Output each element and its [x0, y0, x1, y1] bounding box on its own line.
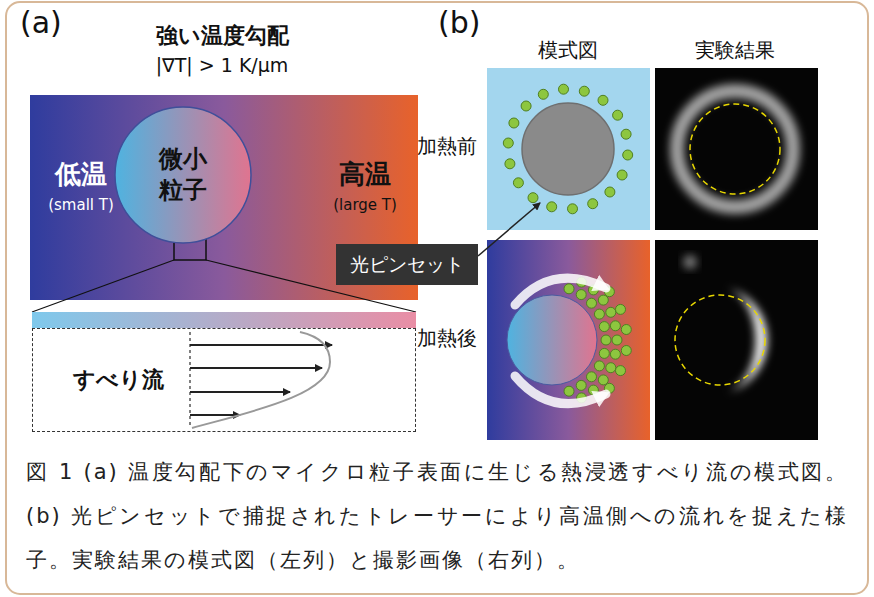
panel-letter: (a) [20, 4, 90, 42]
column-header: 模式図 [508, 38, 628, 63]
row-label: 加熱前 [410, 134, 484, 159]
flow-arrow [515, 376, 606, 404]
tracer-dot [559, 84, 569, 94]
tracer-dot [576, 290, 586, 300]
glow-ring [677, 91, 793, 207]
flow-arrow [190, 391, 290, 393]
tracer-dot [599, 348, 609, 358]
tracer-dot [621, 346, 631, 356]
particle-outline [113, 105, 253, 245]
node-text: すべり流 [73, 366, 164, 395]
node-text: 光ピンセット [350, 252, 464, 277]
tracer-dot [623, 150, 633, 160]
tracer-dot [616, 366, 626, 376]
tracer-dots [503, 84, 632, 214]
tracer-dot [599, 322, 609, 332]
tracer-dot [588, 199, 598, 209]
tracer-dot [587, 372, 597, 382]
panel-before [487, 68, 650, 230]
tracer-dot [568, 204, 578, 214]
tracer-dot [547, 202, 557, 212]
tracer-dot [621, 129, 631, 139]
tracer-dot [613, 110, 623, 120]
region-sublabel: (large T) [312, 196, 418, 215]
flow-arrow [190, 414, 240, 416]
gradient-value: |∇T| > 1 K/μm [110, 54, 334, 78]
tracer-dot [503, 138, 513, 148]
panel-letter: (b) [438, 4, 508, 42]
row-label: 加熱後 [410, 326, 484, 351]
frame [6, 2, 868, 594]
tracer-dot [576, 380, 586, 390]
particle-circle: 微小粒子 [113, 105, 253, 245]
particle-outline [675, 295, 765, 385]
wall-line [189, 332, 191, 428]
flow-arrow [190, 344, 332, 346]
tracer-dot [612, 335, 622, 345]
region-sublabel: (small T) [30, 196, 132, 215]
image-after [655, 240, 818, 440]
region-label: 低温 [40, 158, 122, 191]
tracer-dot [617, 170, 627, 180]
tracer-dot [513, 178, 523, 188]
tracer-dot [606, 307, 616, 317]
flow-arrow [190, 367, 322, 369]
heading: 強い温度勾配 [110, 22, 334, 50]
tracer-dot [538, 89, 548, 99]
tracer-dot [610, 349, 620, 359]
tracer-dot [594, 361, 604, 371]
tracer-dot [598, 95, 608, 105]
zoom-gradient-bar [32, 312, 416, 328]
tracer-dot [601, 335, 611, 345]
tracer-dot [594, 309, 604, 319]
flow-arrow [515, 278, 606, 305]
tracer-dot [564, 386, 574, 396]
tracer-dot [610, 321, 620, 331]
zoom-leader [32, 260, 174, 312]
tracer-dot [606, 363, 616, 373]
tracer-dot [598, 375, 608, 385]
tracer-dot [587, 298, 597, 308]
tracer-dots [564, 277, 631, 403]
zoom-box: すべり流 [32, 328, 416, 432]
region-label: 高温 [322, 158, 408, 191]
tracer-dot [621, 325, 631, 335]
particle [507, 295, 597, 385]
label-box: 光ピンセット [336, 244, 478, 285]
glow-spot [683, 255, 697, 269]
tracer-dot [521, 101, 531, 111]
particle [522, 103, 614, 195]
tracer-dot [598, 295, 608, 305]
figure-caption: 図 1 (a) 温度勾配下のマイクロ粒子表面に生じる熱浸透すべり流の模式図。(b… [26, 450, 848, 582]
tracer-dot [509, 118, 519, 128]
column-header: 実験結果 [674, 38, 796, 63]
glow-crescent [728, 288, 767, 392]
tracer-dot [605, 187, 615, 197]
particle-outline [690, 104, 780, 194]
velocity-profile [192, 332, 330, 428]
particle-shape [115, 107, 251, 243]
tracer-dot [564, 284, 574, 294]
tracer-dot [616, 304, 626, 314]
tracer-dot [505, 159, 515, 169]
panel-after [487, 240, 650, 440]
image-before [655, 68, 818, 230]
leader-line [478, 203, 540, 256]
tracer-dot [579, 86, 589, 96]
node-text: 微小粒子 [156, 144, 210, 206]
tracer-dot [528, 193, 538, 203]
